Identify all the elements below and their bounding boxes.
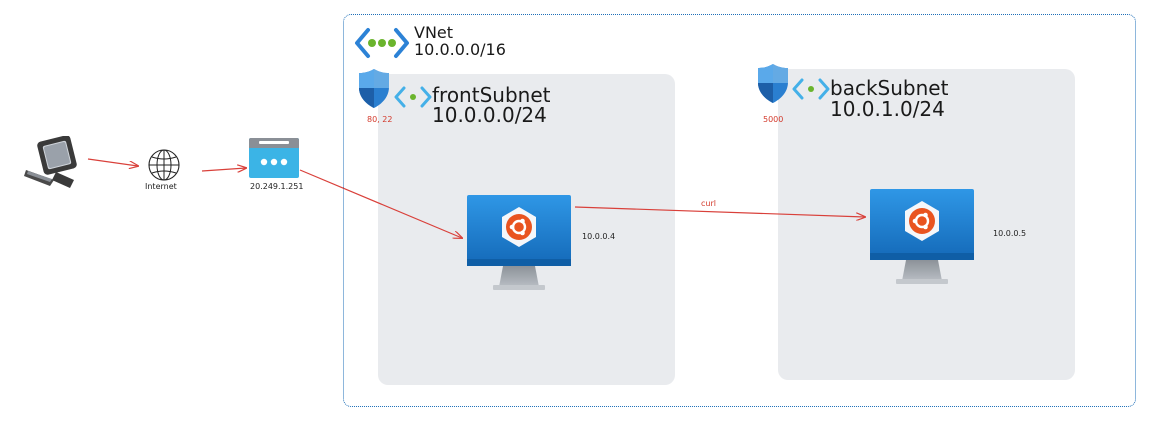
back-subnet-label: backSubnet (830, 76, 949, 100)
front-nsg-ports: 80, 22 (367, 115, 393, 124)
vnet-cidr: 10.0.0.0/16 (414, 40, 506, 59)
front-vm-ip: 10.0.0.4 (582, 232, 616, 241)
public-ip-label: 20.249.1.251 (250, 182, 304, 191)
front-subnet-cidr: 10.0.0.0/24 (432, 103, 547, 127)
virtual-machine-icon (467, 195, 571, 290)
back-subnet-cidr: 10.0.1.0/24 (830, 97, 945, 121)
subnet-icon (394, 86, 432, 108)
nsg-shield-icon (758, 64, 788, 103)
vnet-boundary (343, 14, 1136, 407)
arrow-front-vm-to-back-vm (574, 206, 865, 217)
public-ip-icon (249, 138, 299, 178)
vnet-icon (355, 28, 409, 58)
curl-label: curl (701, 199, 716, 208)
back-vm-ip: 10.0.0.5 (993, 229, 1027, 238)
internet-label: Internet (145, 182, 177, 191)
computer-icon (24, 136, 77, 188)
globe-icon (148, 149, 180, 181)
virtual-machine-icon (870, 189, 974, 284)
arrow-client-to-internet (87, 158, 138, 166)
front-subnet-label: frontSubnet (432, 83, 551, 107)
subnet-icon (792, 78, 830, 100)
nsg-shield-icon (359, 69, 389, 108)
vnet-label: VNet (414, 23, 454, 42)
arrow-public-ip-to-front-vm (299, 169, 462, 238)
arrow-internet-to-public-ip (201, 168, 246, 171)
back-nsg-ports: 5000 (763, 115, 784, 124)
